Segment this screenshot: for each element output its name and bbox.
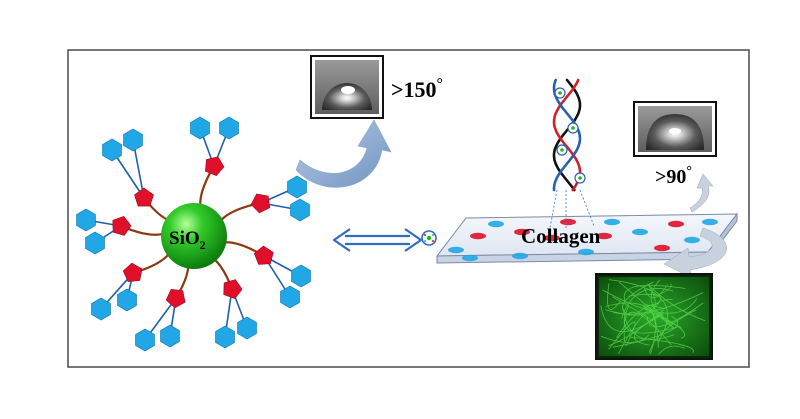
collagen-fiber (612, 316, 679, 348)
collagen-fiber (600, 334, 650, 343)
helix-bound-particle-core (571, 126, 575, 130)
slab-blue-spot (702, 218, 718, 226)
hexagon-group (76, 208, 96, 232)
slab-red-spot (654, 244, 670, 252)
contact-angle-small: >90° (655, 164, 692, 188)
slab-red-spot (560, 218, 576, 226)
slab-blue-spot (684, 236, 700, 244)
hexagon-group (91, 297, 111, 321)
collagen-fiber (629, 336, 694, 353)
hexagon-group (219, 116, 239, 140)
hexagon-group (117, 288, 137, 312)
slab-blue-spot (448, 246, 464, 254)
hydrophobic-droplet-image (633, 101, 717, 157)
curved-arrow-icon (295, 119, 392, 188)
collagen-fiber (647, 306, 659, 348)
slab-blue-spot (632, 228, 648, 236)
collagen-fiber (643, 284, 668, 299)
collagen-fiber (658, 345, 686, 355)
pentagon-group (250, 193, 271, 214)
pentagon-group (205, 156, 225, 177)
collagen-substrate (435, 212, 739, 264)
collagen-fiber (654, 311, 686, 339)
hexagon-group (85, 231, 105, 255)
projection-lines (549, 189, 595, 230)
helix-strand-red (552, 78, 582, 192)
small-particle-icon (421, 230, 437, 246)
pentagon-group (134, 187, 154, 207)
hexagon-group (102, 138, 122, 162)
collagen-fiber (647, 283, 706, 322)
collagen-fiber (649, 309, 696, 353)
slab-red-spot (514, 228, 530, 236)
helix-bound-particle-core (560, 148, 564, 152)
dna-double-helix-icon (552, 78, 586, 192)
helix-bound-particle-core (578, 176, 582, 180)
hexagon-group (290, 198, 310, 222)
collagen-fiber (607, 283, 621, 310)
collagen-fiber (618, 299, 673, 355)
helix-bound-particle-core (558, 91, 562, 95)
pentagon-group (112, 216, 132, 236)
hexagon-group (160, 324, 180, 348)
superhydrophobic-droplet-image (310, 55, 384, 119)
slab-red-spot (668, 220, 684, 228)
slab-blue-spot (512, 252, 528, 260)
double-headed-arrow-icon (332, 228, 423, 252)
collagen-fiber (621, 288, 674, 319)
slab-red-spot (544, 234, 560, 242)
collagen-fiber (646, 302, 704, 328)
collagen-fiber (623, 311, 672, 346)
slab-blue-spot (578, 248, 594, 256)
collagen-fiber (604, 284, 656, 316)
slab-red-spot (596, 232, 612, 240)
slab-blue-spot (462, 254, 478, 262)
hexagon-group (280, 285, 300, 309)
slab-blue-spot (488, 220, 504, 228)
hexagon-group (123, 128, 143, 152)
slab-blue-spot (604, 218, 620, 226)
hexagon-group (135, 328, 155, 352)
collagen-fiber (602, 289, 698, 314)
collagen-label: Collagen (521, 224, 601, 248)
slab-red-spot (470, 232, 486, 240)
hexagon-group (291, 264, 311, 288)
curved-arrow-small-icon (689, 173, 714, 213)
hexagon-group (215, 325, 235, 349)
hexagon-group (237, 316, 257, 340)
core-label: SiO2 (169, 228, 206, 252)
pentagon-group (253, 245, 274, 265)
hexagon-group (287, 175, 307, 199)
collagen-fiber (622, 281, 654, 316)
helix-strand-blue (552, 78, 582, 192)
silica-nanoparticle-assembly (76, 116, 311, 352)
contact-angle-large: >150° (391, 76, 443, 102)
collagen-fiber (605, 302, 656, 355)
silica-core (161, 203, 227, 269)
pentagon-group (122, 262, 143, 283)
collagen-fiber (643, 304, 683, 329)
hexagon-group (190, 116, 210, 140)
pentagon-group (223, 279, 243, 299)
collagen-fiber (623, 284, 686, 301)
pentagon-group (165, 288, 186, 309)
fluorescence-micrograph-icon (595, 273, 713, 360)
